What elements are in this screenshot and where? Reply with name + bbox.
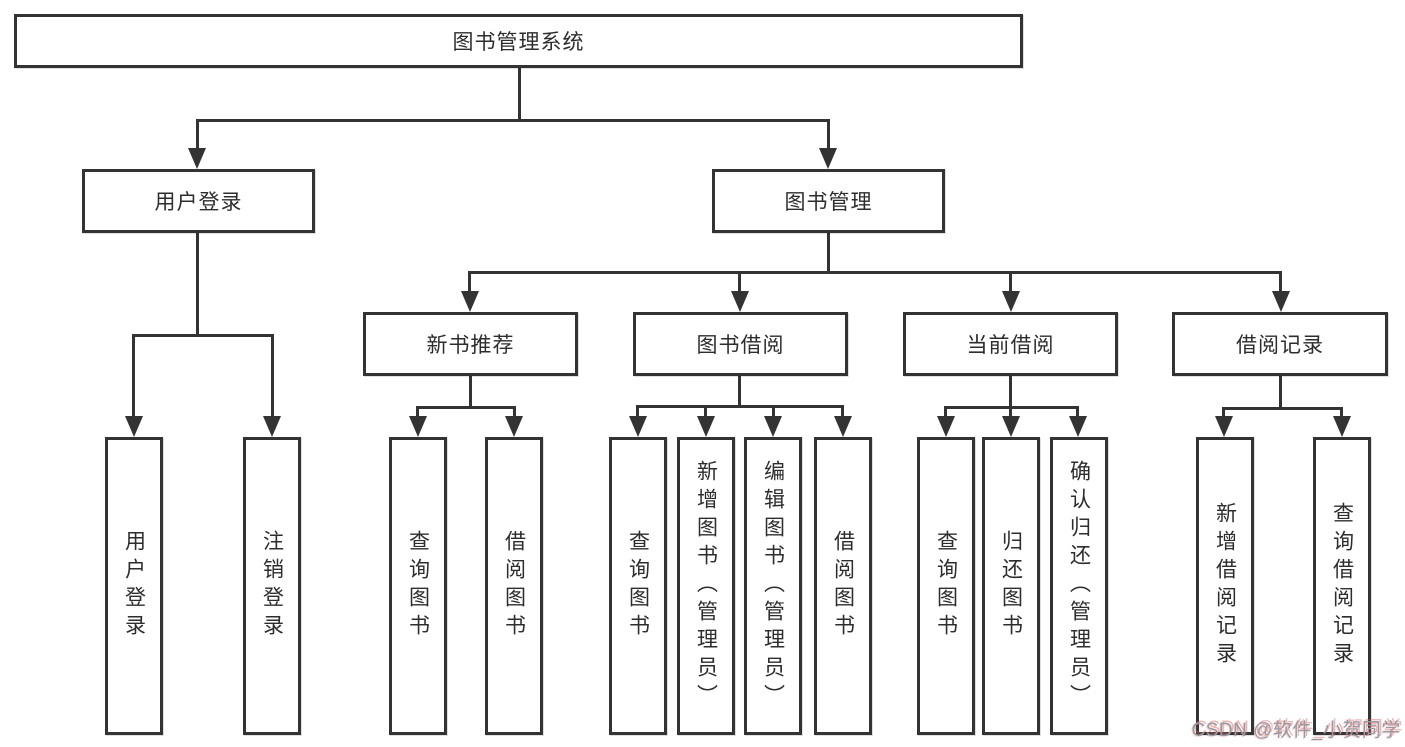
leaf-user-login-label: 用户登录: [122, 530, 146, 642]
connector-arrow-shaft: [704, 405, 707, 418]
node-root: 图书管理系统: [14, 14, 1023, 68]
connector-arrow-shaft: [1009, 406, 1012, 418]
arrowhead-leaf: [697, 416, 715, 437]
connector-level2-bus: [196, 119, 830, 122]
connector-book-borrow-bus: [636, 405, 844, 408]
connector-new-book-bus: [416, 406, 516, 409]
leaf-newbook-borrow: 借阅图书: [485, 437, 543, 735]
arrowhead-leaf: [834, 416, 852, 437]
connector-borrow-records-bus: [1222, 407, 1343, 410]
connector-arrow-shaft: [132, 334, 135, 417]
connector-arrow-shaft: [636, 405, 639, 418]
connector-book-borrow-stub: [738, 376, 741, 407]
node-current-borrow: 当前借阅: [903, 312, 1118, 376]
arrowhead-leaf: [1333, 416, 1351, 437]
leaf-borrow-add: 新增图书（管理员）: [677, 437, 735, 735]
connector-arrow-shaft: [1076, 406, 1079, 418]
connector-arrow-shaft: [772, 405, 775, 418]
arrowhead-leaf: [764, 416, 782, 437]
connector-arrow-shaft: [513, 406, 516, 418]
leaf-newbook-query-label: 查询图书: [406, 530, 430, 642]
arrowhead-leaf: [1002, 416, 1020, 437]
connector-arrow-shaft: [738, 271, 741, 292]
node-book-management-label: 图书管理: [784, 191, 873, 214]
connector-new-book-stub: [469, 376, 472, 407]
leaf-borrow-query-label: 查询图书: [626, 530, 650, 642]
leaf-borrow-query: 查询图书: [609, 437, 667, 735]
connector-arrow-shaft: [416, 406, 419, 418]
connector-book-mgmt-stub: [827, 233, 830, 274]
arrowhead-leaf: [1069, 416, 1087, 437]
connector-current-borrow-stub: [1009, 374, 1012, 407]
arrowhead-leaf: [1215, 416, 1233, 437]
connector-arrow-shaft: [1222, 407, 1225, 418]
connector-arrow-shaft: [1279, 271, 1282, 292]
arrowhead-leaf: [409, 416, 427, 437]
csdn-watermark: CSDN @软件_小贺同学: [1191, 720, 1401, 741]
leaf-record-add-label: 新增借阅记录: [1213, 502, 1237, 670]
arrowhead-book-borrow: [731, 291, 749, 312]
node-borrow-records: 借阅记录: [1172, 312, 1388, 376]
connector-user-login-stub: [196, 233, 199, 337]
connector-level3-bus: [468, 271, 1282, 274]
node-user-login-label: 用户登录: [154, 191, 243, 214]
connector-arrow-shaft: [271, 334, 274, 417]
node-current-borrow-label: 当前借阅: [966, 334, 1055, 357]
node-root-label: 图书管理系统: [452, 31, 585, 54]
node-book-borrow-label: 图书借阅: [696, 334, 785, 357]
connector-root-stub: [518, 68, 521, 120]
leaf-record-query: 查询借阅记录: [1313, 437, 1371, 735]
leaf-borrow-add-label: 新增图书（管理员）: [694, 460, 718, 712]
arrowhead-new-book: [461, 291, 479, 312]
leaf-current-confirm-label: 确认归还（管理员）: [1067, 460, 1091, 712]
leaf-current-query-label: 查询图书: [934, 530, 958, 642]
node-borrow-records-label: 借阅记录: [1236, 334, 1324, 357]
connector-arrow-shaft: [196, 119, 199, 150]
node-new-book-recommend-label: 新书推荐: [426, 334, 515, 357]
leaf-newbook-borrow-label: 借阅图书: [502, 530, 526, 642]
arrowhead-book-management: [819, 148, 837, 169]
arrowhead-leaf: [125, 416, 143, 437]
leaf-logout-label: 注销登录: [260, 530, 284, 642]
arrowhead-current-borrow: [1002, 291, 1020, 312]
leaf-current-return: 归还图书: [982, 437, 1040, 735]
arrowhead-user-login: [188, 148, 206, 169]
connector-borrow-records-stub: [1279, 375, 1282, 409]
node-book-management: 图书管理: [712, 169, 945, 233]
leaf-newbook-query: 查询图书: [389, 437, 447, 735]
leaf-record-query-label: 查询借阅记录: [1330, 502, 1354, 670]
arrowhead-leaf: [263, 416, 281, 437]
connector-arrow-shaft: [841, 405, 844, 418]
connector-arrow-shaft: [1340, 407, 1343, 418]
arrowhead-leaf: [629, 416, 647, 437]
leaf-current-confirm: 确认归还（管理员）: [1050, 437, 1108, 735]
leaf-borrow-borrow: 借阅图书: [814, 437, 872, 735]
leaf-record-add: 新增借阅记录: [1196, 437, 1254, 735]
connector-arrow-shaft: [1009, 271, 1012, 292]
connector-arrow-shaft: [944, 406, 947, 418]
leaf-user-login: 用户登录: [105, 437, 163, 735]
arrowhead-leaf: [505, 416, 523, 437]
connector-arrow-shaft: [468, 271, 471, 292]
leaf-logout: 注销登录: [243, 437, 301, 735]
leaf-borrow-borrow-label: 借阅图书: [831, 530, 855, 642]
node-book-borrow: 图书借阅: [633, 312, 848, 376]
arrowhead-borrow-records: [1272, 291, 1290, 312]
node-new-book-recommend: 新书推荐: [363, 312, 578, 376]
leaf-current-return-label: 归还图书: [999, 530, 1023, 642]
leaf-current-query: 查询图书: [917, 437, 975, 735]
connector-arrow-shaft: [827, 119, 830, 150]
connector-user-login-bus: [132, 334, 274, 337]
leaf-borrow-edit: 编辑图书（管理员）: [744, 437, 802, 735]
arrowhead-leaf: [937, 416, 955, 437]
leaf-borrow-edit-label: 编辑图书（管理员）: [761, 460, 785, 712]
node-user-login: 用户登录: [82, 169, 315, 233]
